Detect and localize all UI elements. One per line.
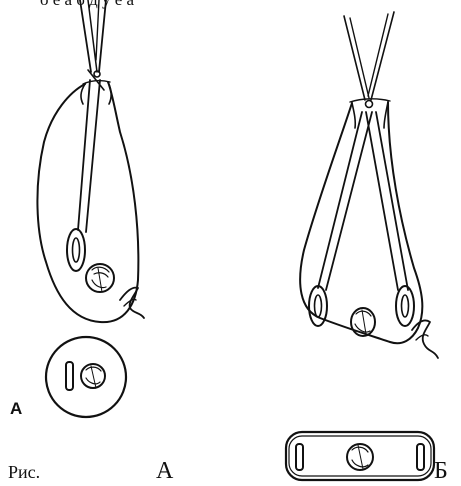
panel-b-sac (300, 99, 422, 343)
partial-text-line: о е а о д у е а (40, 0, 134, 8)
panel-a-forceps (67, 0, 106, 271)
panel-b-stone (351, 308, 375, 336)
caption-label-b: Б (434, 459, 448, 483)
panel-a-stone (86, 264, 114, 292)
panel-b-duct (412, 320, 438, 358)
panel-b-forceps (309, 12, 414, 326)
caption-label-a: А (156, 459, 173, 483)
panel-a-cross-section (46, 337, 126, 417)
panel-a-label: А (10, 400, 22, 417)
figure-caption-prefix: Рис. (8, 463, 40, 481)
panel-b-cross-section (286, 432, 434, 480)
